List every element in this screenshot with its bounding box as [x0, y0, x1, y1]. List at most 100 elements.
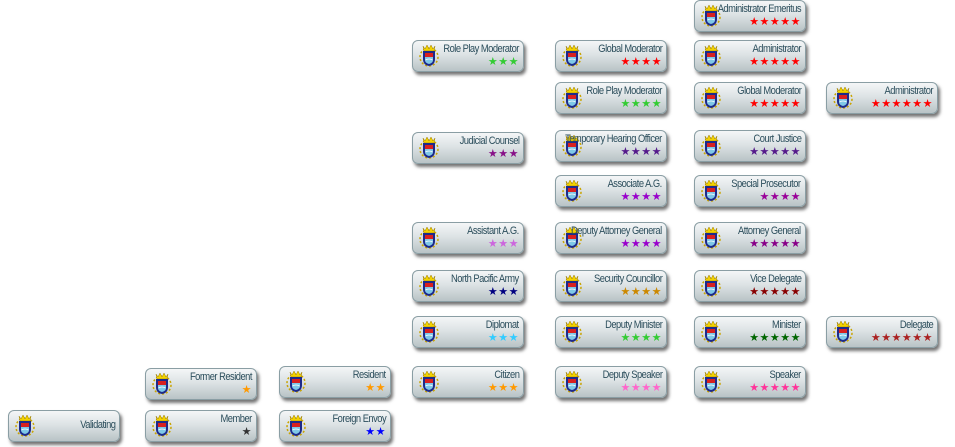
rank-badge: Special Prosecutor★★★★ [694, 175, 806, 207]
crest-icon [701, 4, 721, 28]
crest-icon [701, 44, 721, 68]
crest-icon [152, 372, 172, 396]
rank-label: Attorney General [738, 225, 801, 237]
crest-icon [833, 86, 853, 110]
crest-icon [419, 274, 439, 298]
crest-icon [419, 136, 439, 160]
rank-label: Validating [79, 419, 116, 431]
star-rating-icon: ★★ [365, 382, 386, 394]
rank-badge: Role Play Moderator★★★ [412, 40, 524, 72]
crest-icon [419, 370, 439, 394]
star-rating-icon: ★★★★ [620, 146, 662, 158]
rank-label: Former Resident [190, 371, 252, 383]
rank-label: Diplomat [486, 319, 519, 331]
rank-badge: Global Moderator★★★★★ [694, 82, 806, 114]
rank-label: Associate A.G. [607, 178, 663, 190]
rank-label: Vice Delegate [749, 273, 802, 285]
rank-badge: Deputy Attorney General★★★★ [555, 222, 667, 254]
rank-badge: Global Moderator★★★★ [555, 40, 667, 72]
rank-badge: Minister★★★★★ [694, 316, 806, 348]
crest-icon [562, 86, 582, 110]
star-rating-icon: ★★★ [487, 382, 519, 394]
rank-badge: Assistant A.G.★★★ [412, 222, 524, 254]
rank-label: Deputy Attorney General [571, 225, 662, 237]
star-rating-icon: ★★ [365, 426, 386, 438]
rank-label: Deputy Speaker [602, 369, 662, 381]
star-rating-icon: ★★★★ [620, 286, 662, 298]
rank-label: Role Play Moderator [586, 85, 662, 97]
rank-label: Minister [772, 319, 801, 331]
rank-label: Administrator Emeritus [717, 3, 802, 15]
rank-badge: Role Play Moderator★★★★ [555, 82, 667, 114]
rank-label: North Pacific Army [451, 273, 519, 285]
star-rating-icon: ★★★ [487, 148, 519, 160]
rank-label: Global Moderator [736, 85, 802, 97]
star-rating-icon: ★★★★ [620, 238, 662, 250]
rank-badge: Resident★★ [279, 366, 391, 398]
rank-badge: Judicial Counsel★★★ [412, 132, 524, 164]
rank-label: Administrator [884, 85, 934, 97]
crest-icon [701, 179, 721, 203]
star-rating-icon: ★★★★ [620, 382, 662, 394]
rank-badge: Administrator★★★★★★ [826, 82, 938, 114]
star-rating-icon: ★★★ [487, 332, 519, 344]
rank-badge: Deputy Speaker★★★★ [555, 366, 667, 398]
rank-label: Global Moderator [597, 43, 663, 55]
star-rating-icon: ★★★★★★ [870, 332, 933, 344]
crest-icon [562, 179, 582, 203]
star-rating-icon: ★★★★ [620, 56, 662, 68]
rank-label: Administrator [752, 43, 802, 55]
rank-label: Judicial Counsel [459, 135, 519, 147]
crest-icon [419, 320, 439, 344]
star-rating-icon: ★★★ [487, 56, 519, 68]
star-rating-icon: ★ [241, 426, 252, 438]
crest-icon [701, 274, 721, 298]
rank-badge: Associate A.G.★★★★ [555, 175, 667, 207]
rank-badge: Temporary Hearing Officer★★★★ [555, 130, 667, 162]
star-rating-icon: ★★★★★ [749, 286, 801, 298]
rank-badge: North Pacific Army★★★ [412, 270, 524, 302]
star-rating-icon: ★★★ [487, 286, 519, 298]
rank-badge: Deputy Minister★★★★ [555, 316, 667, 348]
star-rating-icon: ★★★ [487, 238, 519, 250]
star-rating-icon: ★★★★★ [749, 238, 801, 250]
rank-badge: Foreign Envoy★★ [279, 410, 391, 442]
rank-badge: Security Councillor★★★★ [555, 270, 667, 302]
rank-badge: Validating [8, 410, 120, 442]
crest-icon [286, 414, 306, 438]
crest-icon [701, 86, 721, 110]
rank-badge: Citizen★★★ [412, 366, 524, 398]
star-rating-icon: ★ [241, 384, 252, 396]
star-rating-icon: ★★★★★ [749, 382, 801, 394]
crest-icon [833, 320, 853, 344]
crest-icon [419, 44, 439, 68]
rank-badge: Attorney General★★★★★ [694, 222, 806, 254]
rank-label: Assistant A.G. [467, 225, 519, 237]
star-rating-icon: ★★★★★ [749, 146, 801, 158]
crest-icon [562, 370, 582, 394]
crest-icon [152, 414, 172, 438]
star-rating-icon: ★★★★ [759, 191, 801, 203]
star-rating-icon: ★★★★★★ [870, 98, 933, 110]
rank-badge: Court Justice★★★★★ [694, 130, 806, 162]
rank-label: Deputy Minister [604, 319, 663, 331]
rank-badge: Administrator Emeritus★★★★★ [694, 0, 806, 32]
rank-badge: Vice Delegate★★★★★ [694, 270, 806, 302]
crest-icon [562, 134, 582, 158]
crest-icon [286, 370, 306, 394]
rank-label: Speaker [769, 369, 802, 381]
rank-badge: Diplomat★★★ [412, 316, 524, 348]
rank-badge: Member★ [145, 410, 257, 442]
star-rating-icon: ★★★★ [620, 191, 662, 203]
rank-label: Delegate [899, 319, 934, 331]
crest-icon [701, 226, 721, 250]
star-rating-icon: ★★★★★ [749, 98, 801, 110]
rank-label: Role Play Moderator [443, 43, 519, 55]
crest-icon [15, 414, 35, 438]
crest-icon [419, 226, 439, 250]
rank-label: Citizen [493, 369, 520, 381]
rank-badge: Administrator★★★★★ [694, 40, 806, 72]
crest-icon [701, 370, 721, 394]
rank-label: Temporary Hearing Officer [565, 133, 662, 145]
rank-badge: Former Resident★ [145, 368, 257, 400]
